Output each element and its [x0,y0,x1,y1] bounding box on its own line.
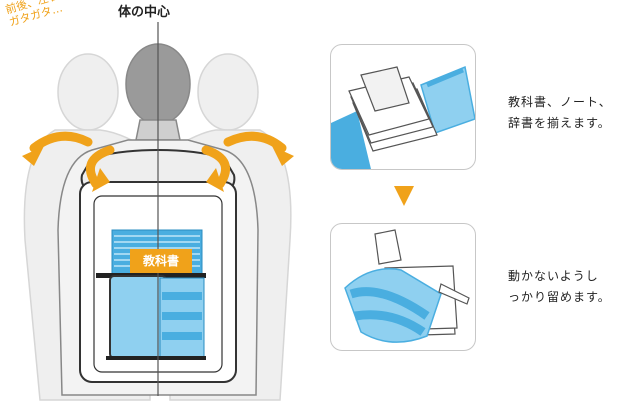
arrow-head-left-outer [22,146,44,166]
arrow-head-right-inner [206,168,224,192]
arrow-head-right-outer [272,146,294,166]
step2-caption-line1: 動かないようし [508,269,599,283]
step2-panel [330,223,476,351]
textbook-label: 教科書 [130,249,192,273]
down-triangle-icon [394,186,414,206]
step2-caption: 動かないようし っかり留めます。 [508,266,611,308]
step2-caption-line2: っかり留めます。 [508,290,611,304]
step1-caption: 教科書、ノート、 辞書を揃えます。 [508,92,612,134]
body-center-title: 体の中心 [118,5,171,20]
arrow-curve-left-icon [29,131,115,189]
arrow-head-left-inner [92,168,110,192]
step1-caption-line1: 教科書、ノート、 [508,95,612,109]
step1-panel [330,44,476,170]
arrow-curve-right-icon [201,131,287,189]
step1-caption-line2: 辞書を揃えます。 [508,116,611,130]
books-stacked-illustration [331,65,475,169]
books-fastened-illustration [344,229,470,343]
